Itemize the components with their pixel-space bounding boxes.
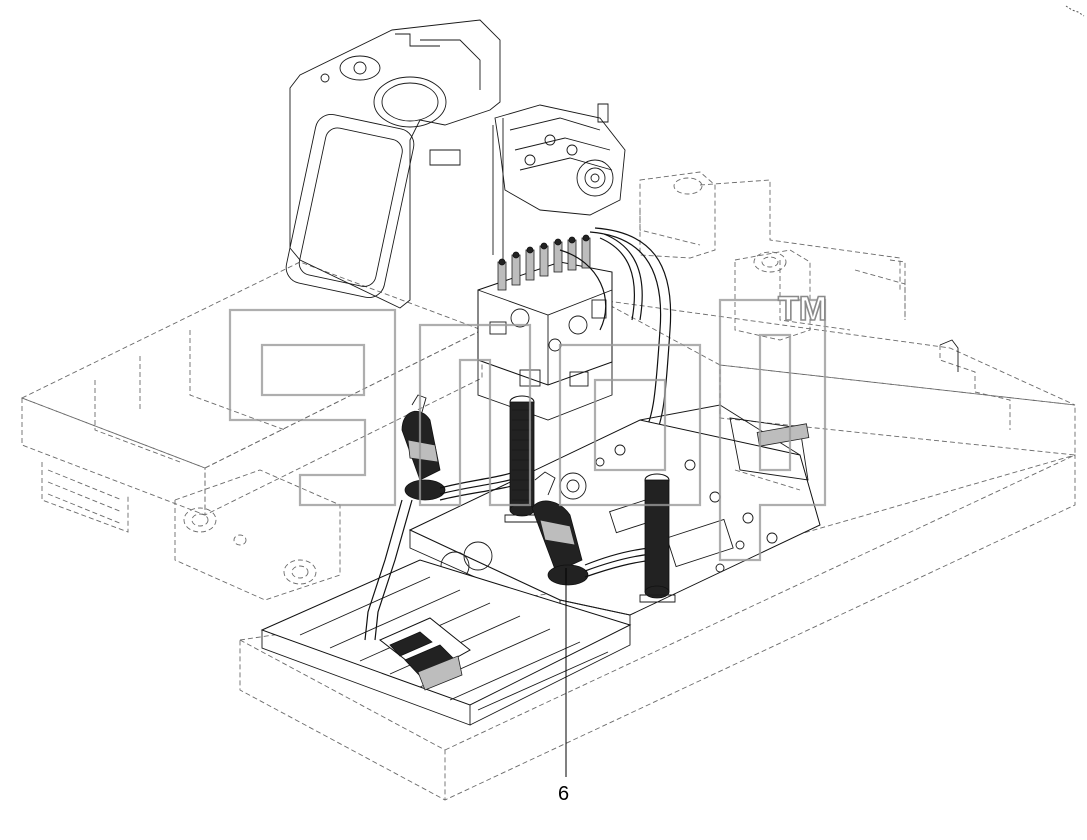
swing-frame (639, 171, 959, 372)
cab-floor-plate (408, 404, 821, 630)
hydraulic-hoses (559, 227, 672, 446)
callout-6: 6 (558, 568, 569, 805)
travel-pedals (364, 499, 471, 691)
engine-housing (285, 19, 501, 309)
trademark-mark: TM (778, 290, 827, 328)
watermark: TM (228, 289, 828, 562)
corner-mark (1065, 5, 1085, 17)
hydraulic-pump (492, 103, 626, 262)
right-column (639, 473, 676, 603)
control-valve (477, 234, 613, 421)
swing-bracket (174, 469, 341, 601)
right-joystick (531, 471, 655, 586)
callout-label: 6 (558, 783, 569, 805)
